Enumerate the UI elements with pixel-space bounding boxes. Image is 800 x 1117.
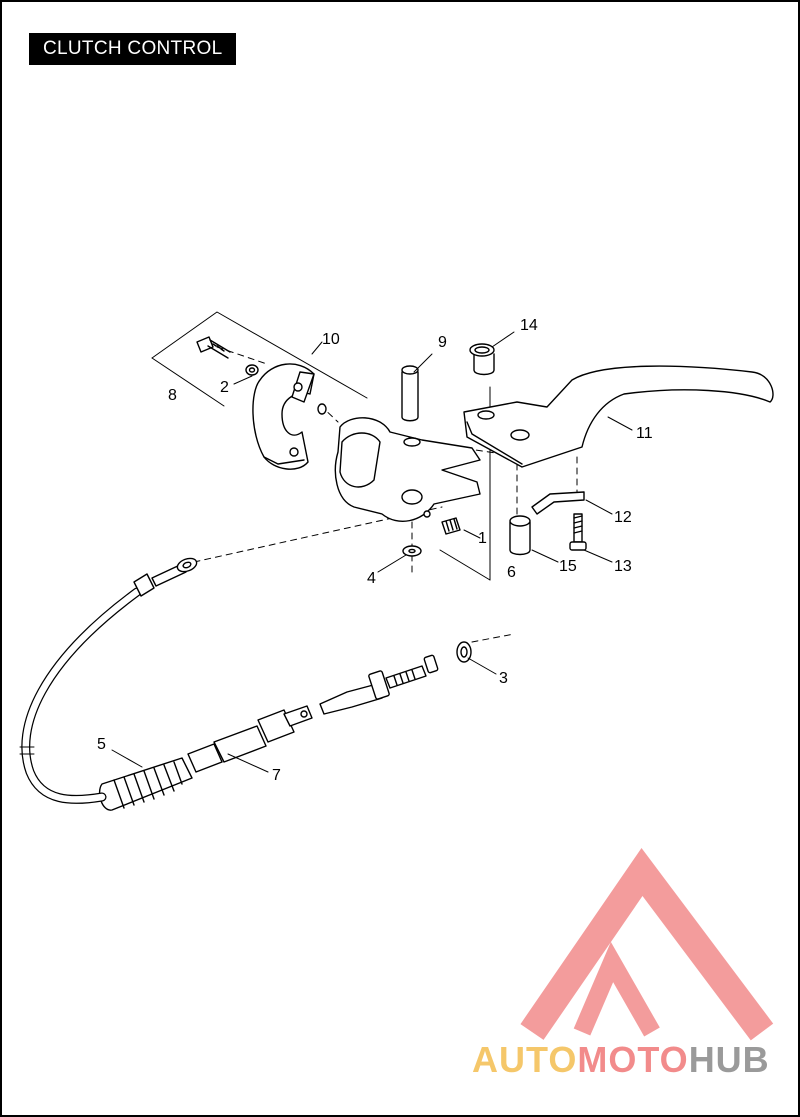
watermark-part-hub: HUB — [688, 1039, 770, 1080]
lever-part-11 — [463, 365, 774, 468]
callout-14: 14 — [520, 317, 538, 334]
screw-part-13 — [569, 513, 587, 551]
callout-15: 15 — [559, 558, 577, 575]
callout-8: 8 — [168, 387, 177, 404]
callout-12: 12 — [614, 509, 632, 526]
callout-10: 10 — [322, 331, 340, 348]
set-screw-part-1 — [441, 517, 461, 535]
callout-9: 9 — [438, 334, 447, 351]
screw-part-8 — [196, 336, 231, 359]
watermark-text: AUTOMOTOHUB — [472, 1039, 770, 1081]
callout-13: 13 — [614, 558, 632, 575]
callout-5: 5 — [97, 736, 106, 753]
callout-11: 11 — [636, 425, 653, 442]
clamp-part-10 — [252, 363, 315, 470]
cable-boot-part-5 — [98, 757, 193, 811]
cable-adjuster — [319, 654, 439, 715]
callout-4: 4 — [367, 570, 376, 587]
housing-part-6 — [334, 417, 481, 522]
callout-leaders — [111, 331, 633, 773]
callout-6: 6 — [507, 564, 516, 581]
pin-part-9 — [401, 365, 419, 422]
callout-1: 1 — [478, 530, 487, 547]
bracket-8 — [151, 311, 368, 407]
bushing-part-15 — [509, 515, 531, 556]
cable-fitting-part-7 — [187, 705, 313, 773]
washer-part-2 — [245, 364, 259, 376]
watermark-part-moto: MOTO — [577, 1039, 689, 1080]
callout-3: 3 — [499, 670, 508, 687]
bushing-part-14 — [469, 343, 495, 376]
watermark-logo — [520, 848, 774, 1041]
callout-2: 2 — [220, 379, 229, 396]
washer-part-4 — [402, 545, 422, 557]
callout-7: 7 — [272, 767, 281, 784]
page-title: CLUTCH CONTROL — [29, 33, 237, 65]
watermark-part-auto: AUTO — [472, 1039, 578, 1080]
bracket-part-12 — [531, 491, 585, 515]
washer-part-3 — [456, 641, 472, 663]
